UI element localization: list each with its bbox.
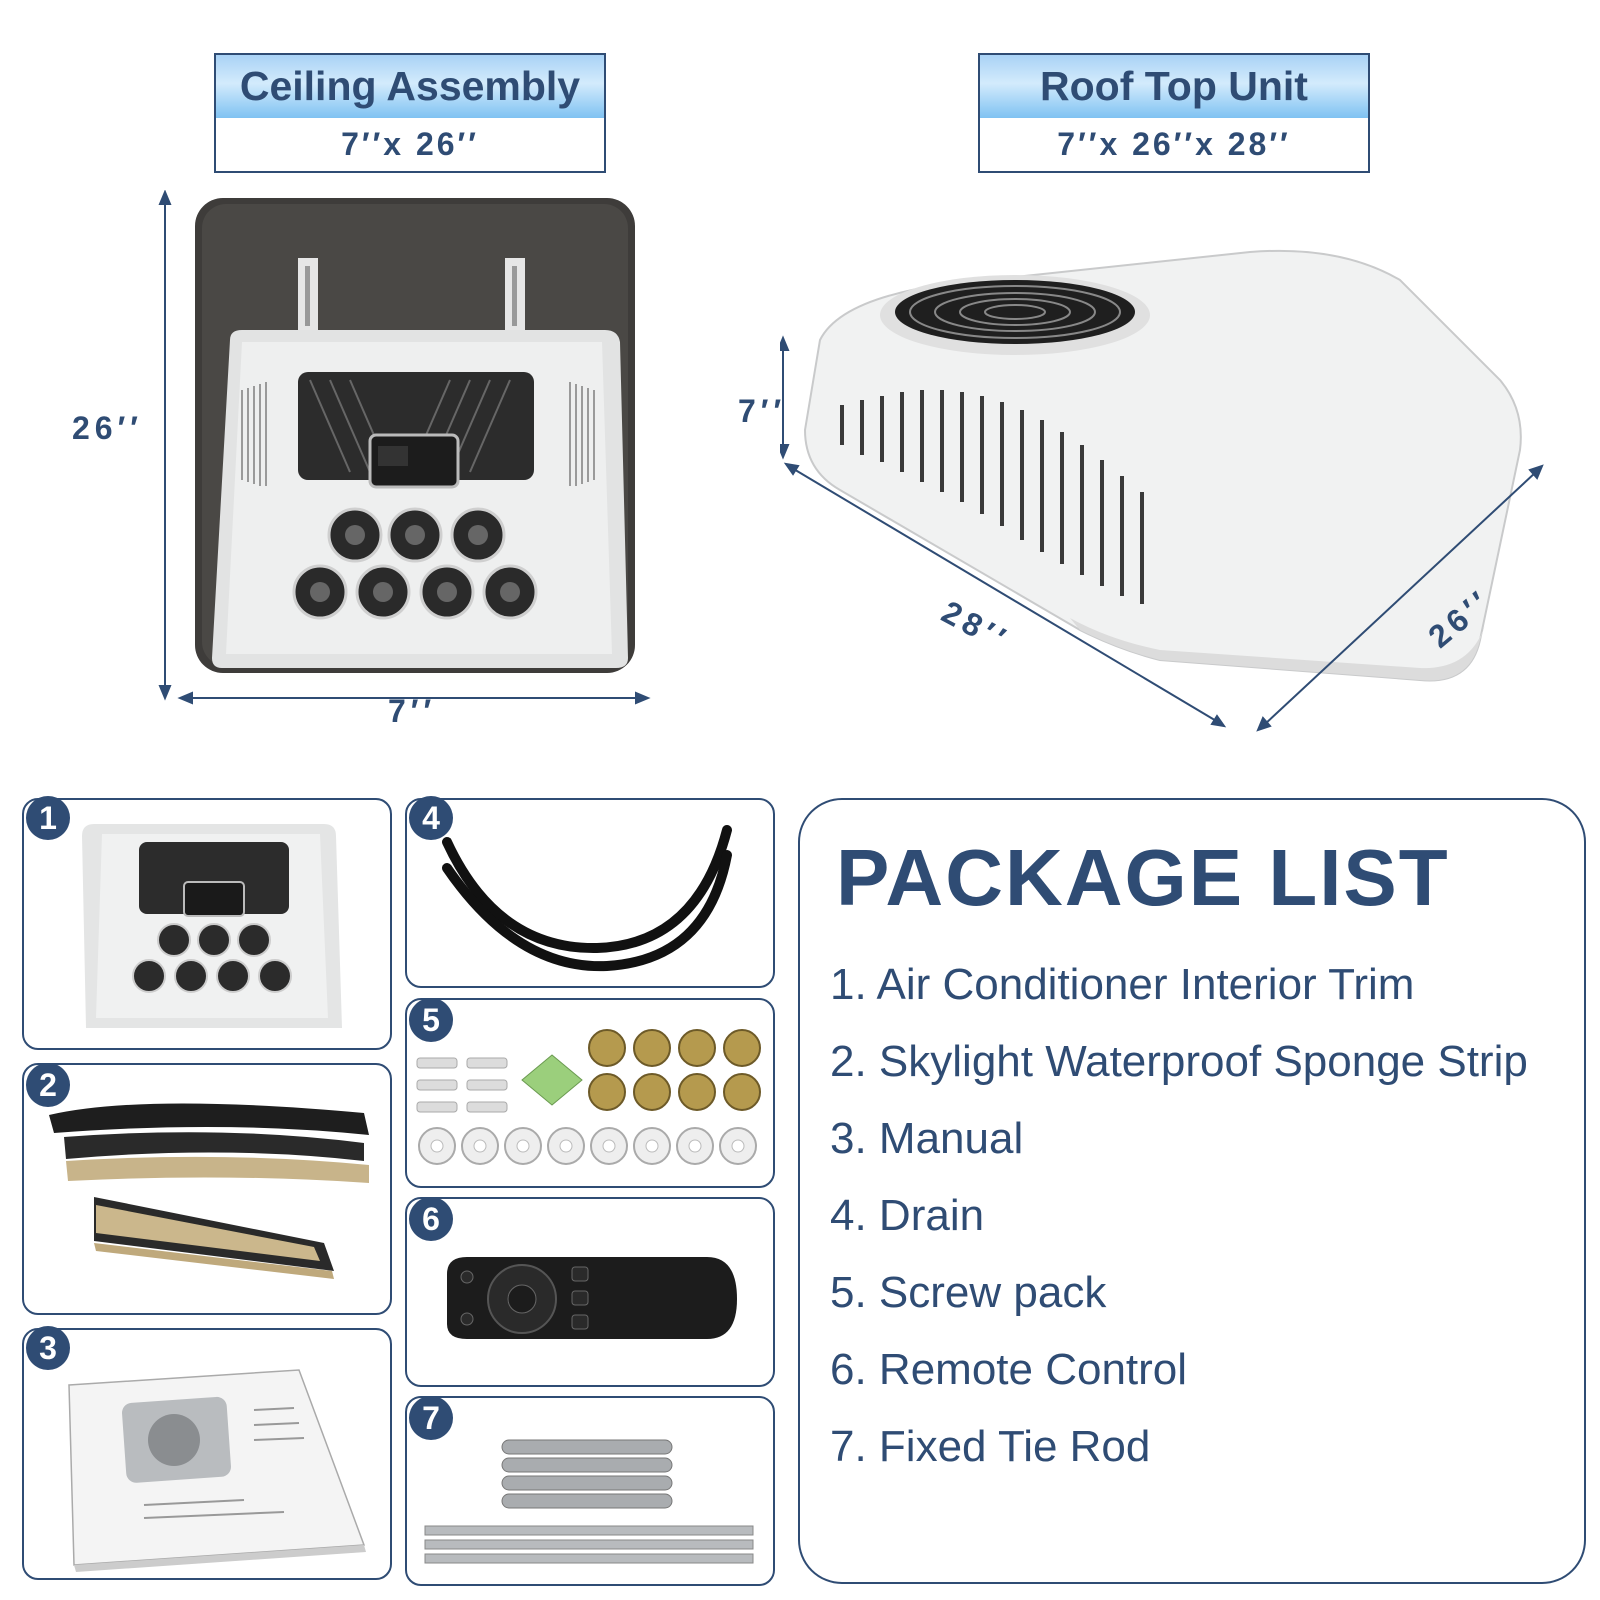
drain-hose-image	[442, 825, 732, 972]
badge-3: 3	[26, 1326, 70, 1370]
panel-interior-trim	[22, 798, 392, 1050]
badge-4: 4	[409, 796, 453, 840]
rooftop-unit-title-box: Roof Top Unit 7′′x 26′′x 28′′	[978, 53, 1370, 173]
ceiling-unit-thumbnail	[82, 824, 342, 1028]
panel-sponge-strip	[22, 1063, 392, 1315]
manual-image	[68, 1369, 366, 1572]
ceiling-height-label: 26′′	[72, 410, 143, 446]
badge-7: 7	[409, 1396, 453, 1440]
badge-2: 2	[26, 1063, 70, 1107]
ceiling-assembly-size: 7′′x 26′′	[341, 125, 479, 162]
remote-control-image	[447, 1257, 737, 1339]
ceiling-unit-image	[158, 190, 651, 705]
package-item-6: 6. Remote Control	[830, 1345, 1188, 1394]
panel-drain	[405, 798, 775, 988]
package-item-5: 5. Screw pack	[830, 1268, 1107, 1317]
ceiling-assembly-title: Ceiling Assembly	[216, 55, 604, 118]
package-item-2: 2. Skylight Waterproof Sponge Strip	[830, 1037, 1528, 1086]
badge-5: 5	[409, 998, 453, 1042]
panel-manual	[22, 1328, 392, 1580]
panel-remote-control	[405, 1197, 775, 1387]
package-list-title: PACKAGE LIST	[836, 833, 1450, 922]
badge-1: 1	[26, 796, 70, 840]
rooftop-unit-size: 7′′x 26′′x 28′′	[1057, 125, 1291, 162]
rooftop-height-label: 7′′	[738, 393, 787, 429]
sponge-strip-image	[49, 1103, 369, 1279]
package-item-4: 4. Drain	[830, 1191, 985, 1240]
rooftop-unit-image	[780, 249, 1544, 732]
panel-screw-pack	[405, 998, 775, 1188]
package-item-3: 3. Manual	[830, 1114, 1024, 1163]
rooftop-unit-title: Roof Top Unit	[980, 55, 1368, 118]
package-item-7: 7. Fixed Tie Rod	[830, 1422, 1151, 1471]
badge-6: 6	[409, 1197, 453, 1241]
panel-tie-rod	[405, 1396, 775, 1586]
screw-pack-image	[416, 1029, 761, 1165]
package-item-1: 1. Air Conditioner Interior Trim	[830, 960, 1415, 1009]
tie-rod-image	[424, 1439, 754, 1564]
ceiling-assembly-title-box: Ceiling Assembly 7′′x 26′′	[214, 53, 606, 173]
ceiling-width-label: 7′′	[388, 693, 437, 729]
package-list-box: PACKAGE LIST 1. Air Conditioner Interior…	[798, 798, 1586, 1584]
